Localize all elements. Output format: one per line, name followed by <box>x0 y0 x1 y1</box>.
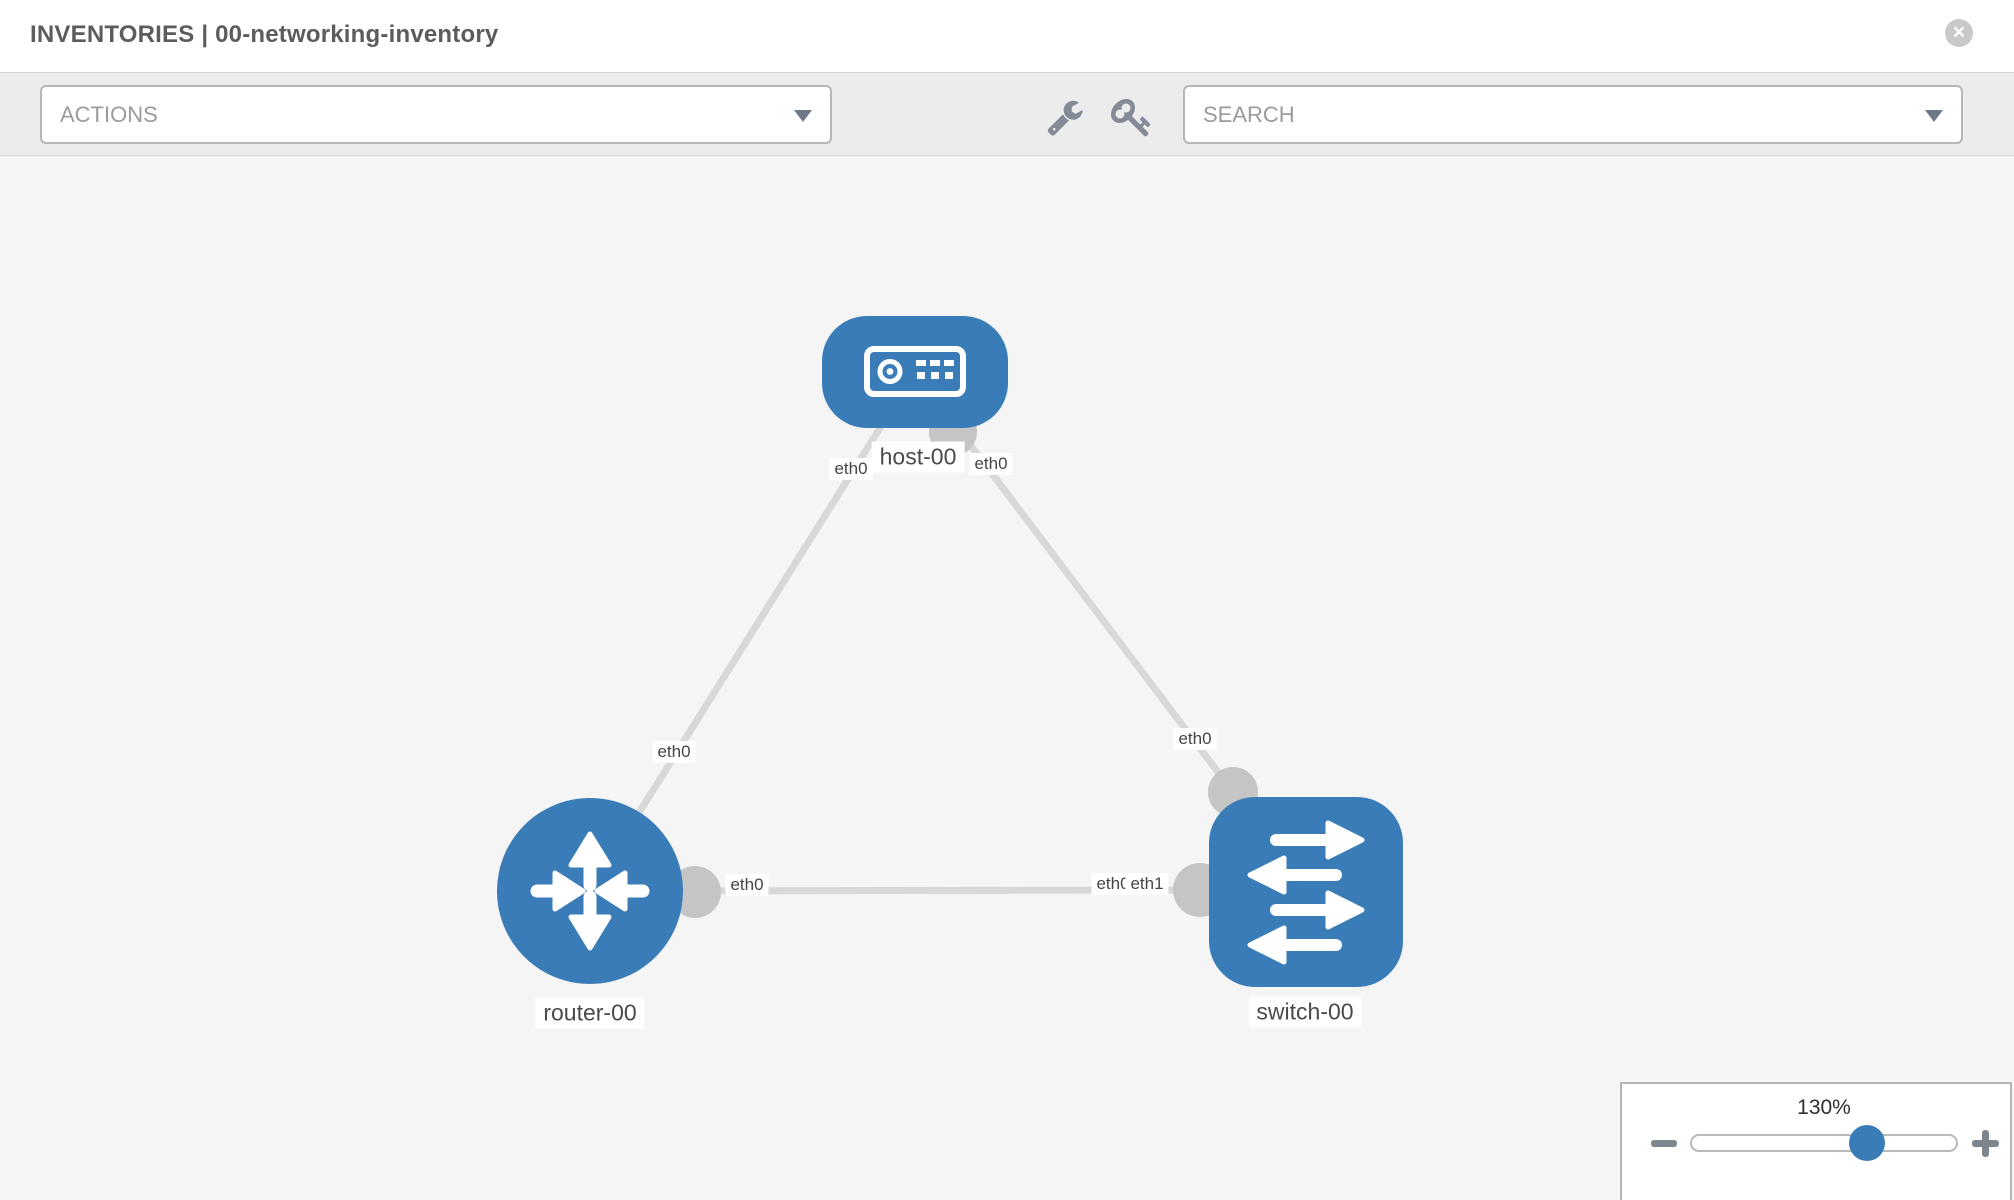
actions-dropdown[interactable]: ACTIONS <box>40 85 832 144</box>
topology-svg <box>497 316 1403 987</box>
zoom-in-button[interactable] <box>1972 1130 1999 1157</box>
interface-label: eth0 <box>652 741 696 763</box>
header: INVENTORIES | 00-networking-inventory × <box>0 0 2014 72</box>
interface-label: eth0 <box>1173 728 1217 750</box>
interface-label: eth0 <box>969 453 1013 475</box>
switch-icon <box>1247 820 1365 965</box>
toolbar: ACTIONS SEARCH <box>0 72 2014 156</box>
node-label-host: host-00 <box>871 441 965 473</box>
interface-label: eth0 <box>1091 873 1135 895</box>
credentials-button[interactable] <box>1111 96 1153 138</box>
chevron-down-icon <box>1925 110 1943 122</box>
zoom-slider[interactable] <box>1690 1125 1958 1161</box>
close-button[interactable]: × <box>1945 19 1973 47</box>
chevron-down-icon <box>794 110 812 122</box>
zoom-level: 130% <box>1797 1096 1851 1119</box>
interface-label: eth0 <box>829 458 873 480</box>
search-dropdown-label: SEARCH <box>1203 102 1295 127</box>
wrench-icon <box>1047 100 1083 136</box>
zoom-slider-knob[interactable] <box>1849 1125 1885 1161</box>
host-icon <box>864 346 966 397</box>
node-switch-00[interactable] <box>1209 797 1403 987</box>
search-dropdown[interactable]: SEARCH <box>1183 85 1963 144</box>
interface-label: eth1 <box>1125 873 1169 895</box>
router-icon <box>530 831 650 951</box>
node-host-00[interactable] <box>822 316 1008 428</box>
key-icon <box>1111 99 1151 137</box>
node-label-router: router-00 <box>535 997 645 1029</box>
close-icon: × <box>1952 21 1966 44</box>
tools-button[interactable] <box>1046 98 1084 136</box>
zoom-panel: 130% <box>1620 1082 2012 1200</box>
node-router-00[interactable] <box>497 798 683 984</box>
zoom-out-button[interactable] <box>1651 1140 1677 1147</box>
topology-canvas[interactable]: eth0 eth0 eth0 eth0 eth0 eth0 eth1 host-… <box>0 156 2014 1200</box>
page-title: INVENTORIES | 00-networking-inventory <box>30 21 499 48</box>
actions-dropdown-label: ACTIONS <box>60 102 158 127</box>
interface-label: eth0 <box>725 874 769 896</box>
node-label-switch: switch-00 <box>1248 996 1362 1028</box>
